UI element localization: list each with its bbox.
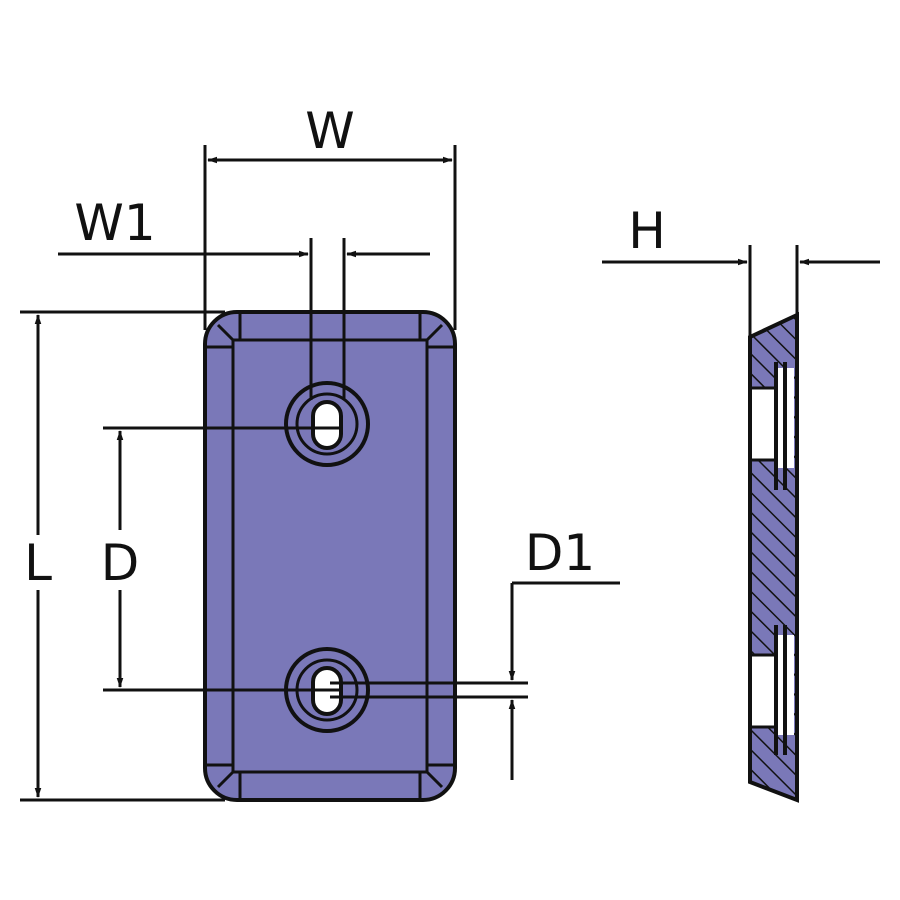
label-h: H xyxy=(628,202,666,260)
label-d1: D1 xyxy=(525,524,595,582)
dimension-w: W xyxy=(203,102,457,330)
bevel-corner-tl xyxy=(216,323,235,342)
side-section-top-hole xyxy=(750,362,794,490)
bevel-corner-br xyxy=(425,770,444,789)
dimension-d: D xyxy=(101,426,340,692)
label-w1: W1 xyxy=(74,194,155,252)
dimension-h: H xyxy=(602,202,880,340)
plate-bevel-edge xyxy=(231,338,429,774)
label-w: W xyxy=(305,102,354,160)
dimension-l: L xyxy=(20,310,225,802)
dimension-w1: W1 xyxy=(58,194,430,400)
dimension-d1: D1 xyxy=(330,524,620,780)
plate-side-view xyxy=(748,311,799,803)
bevel-corner-tr xyxy=(425,323,444,342)
bevel-corner-bl xyxy=(216,770,235,789)
top-slot-hole xyxy=(284,381,370,467)
side-section-bottom-hole xyxy=(750,625,794,755)
plate-outline xyxy=(203,310,457,802)
label-d: D xyxy=(101,534,140,592)
label-l: L xyxy=(24,534,52,592)
plate-front-view xyxy=(203,310,457,802)
